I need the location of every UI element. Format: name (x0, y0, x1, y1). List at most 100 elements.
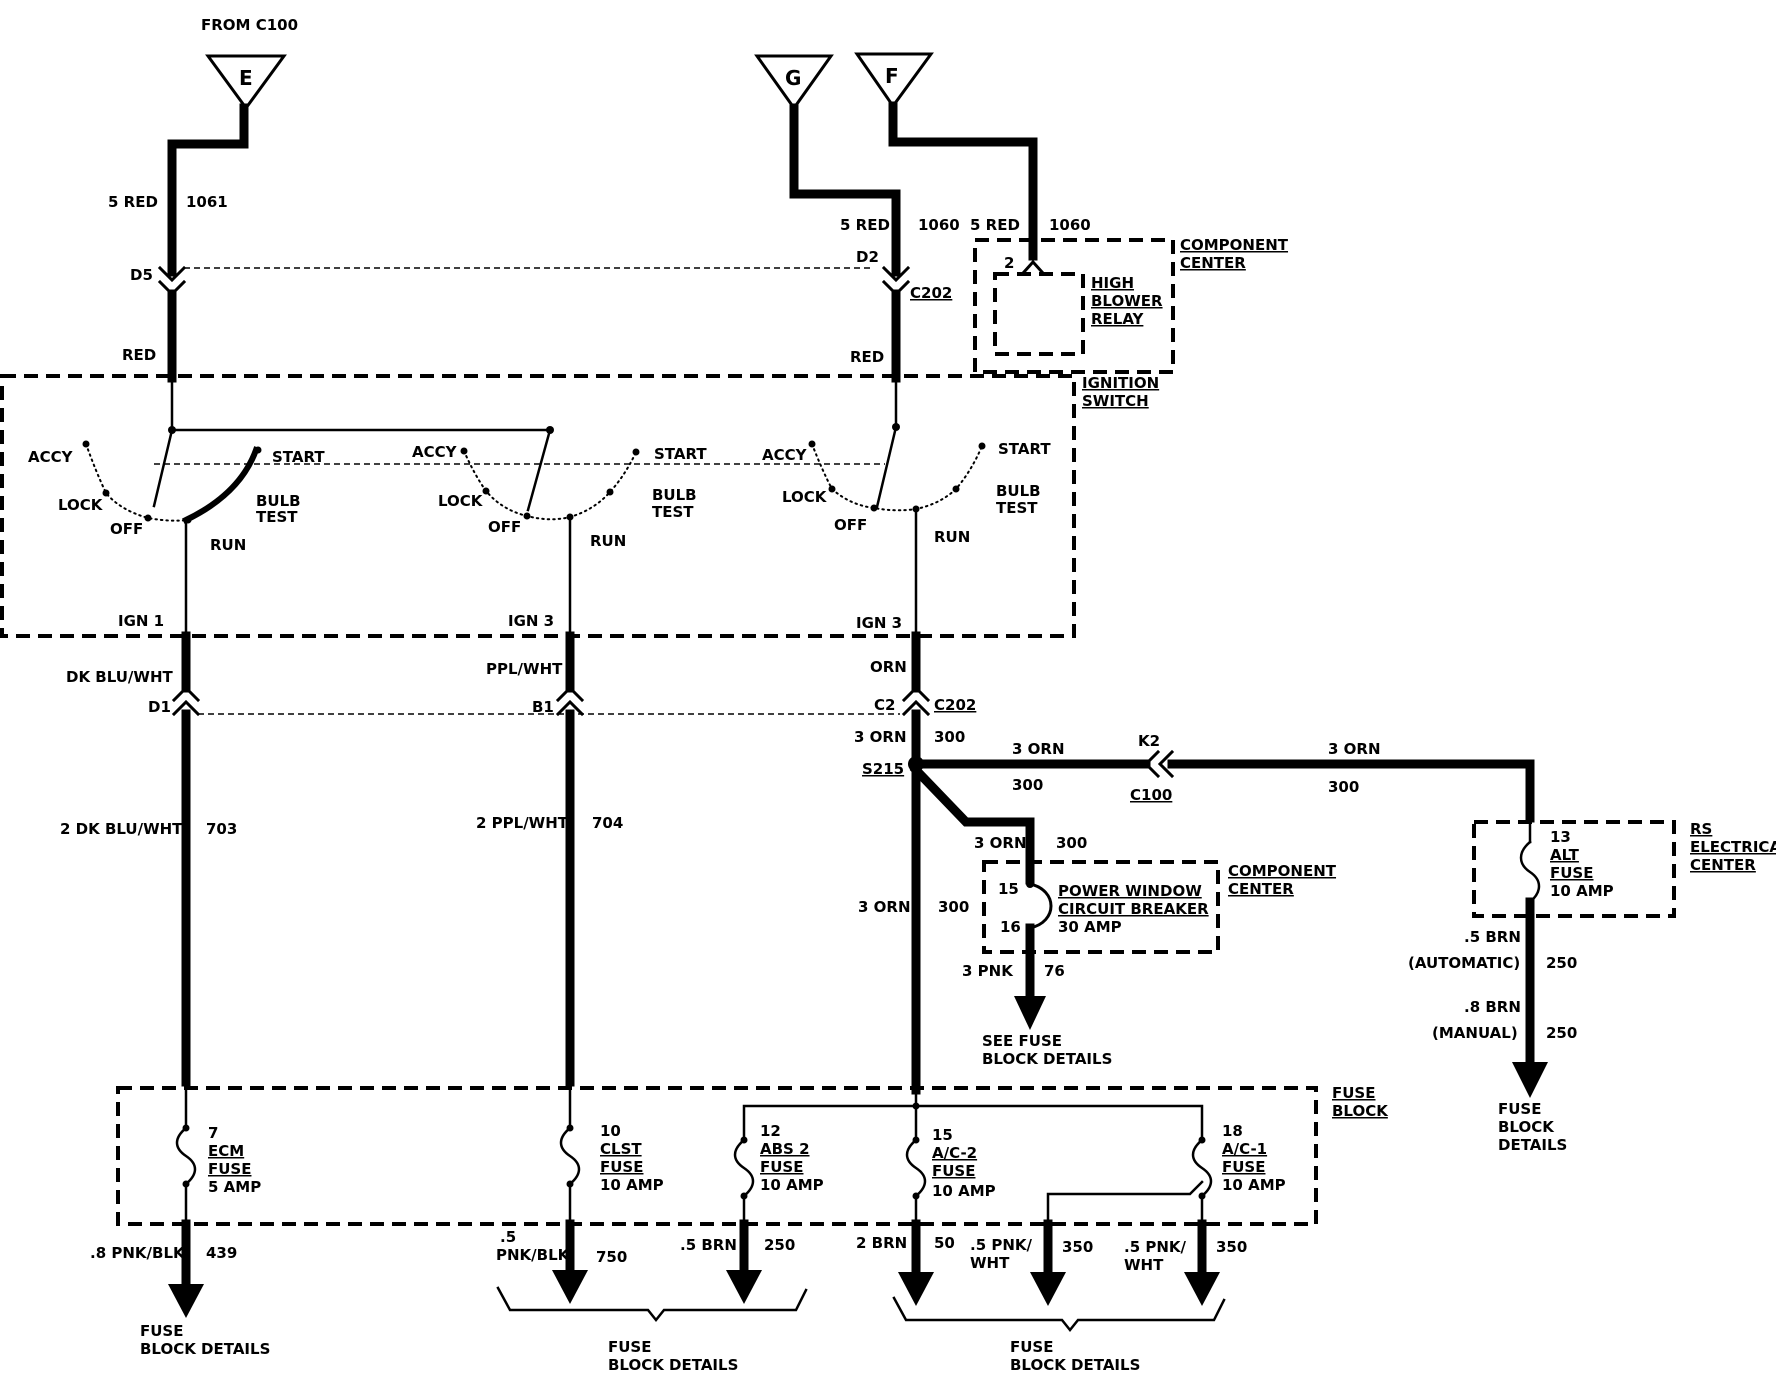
wire-1061 (167, 103, 249, 277)
breaker-name-label: CIRCUIT BREAKER (1058, 900, 1209, 918)
wire-note-label: (AUTOMATIC) (1408, 954, 1520, 972)
ign-label: IGN 1 (118, 612, 164, 630)
rs-electrical-center-box (1472, 820, 1676, 918)
fuse-word-label: FUSE (1222, 1158, 1265, 1176)
wire-gauge-label: 2 DK BLU/WHT (60, 820, 183, 838)
fuse-amp-label: 5 AMP (208, 1178, 261, 1196)
wire-circuit-label: 300 (938, 898, 969, 916)
wire-color-label: PPL/WHT (486, 660, 563, 678)
rs-center-label: CENTER (1690, 856, 1756, 874)
fuse-symbol-alt (1519, 840, 1541, 904)
wire-circuit-label: 1061 (186, 193, 228, 211)
switch-position-label: RUN (210, 536, 246, 554)
connector-d2-label: D2 (856, 248, 879, 266)
fuse-number-label: 12 (760, 1122, 781, 1140)
fuse-amp-label: 10 AMP (1550, 882, 1614, 900)
switch-3: ACCY LOCK OFF START BULB TEST RUN (762, 440, 1051, 546)
ignition-switch-box (0, 374, 1076, 638)
fuse-number-label: 7 (208, 1124, 218, 1142)
wire-gauge-label: 5 RED (970, 216, 1020, 234)
switch-position-label: OFF (110, 520, 143, 538)
connector-f-label: F (885, 64, 899, 88)
destination-label: BLOCK DETAILS (1010, 1356, 1140, 1374)
ignition-contact-arc-1 (181, 446, 260, 525)
switch-position-label: ACCY (28, 448, 74, 466)
fuse-word-label: FUSE (208, 1160, 251, 1178)
wire-gauge-label: .5 PNK/ (1124, 1238, 1187, 1256)
fuse-group (175, 1124, 1213, 1226)
fuse-name-label: ALT (1550, 846, 1580, 864)
fuse-number-label: 13 (1550, 828, 1571, 846)
rs-center-label: RS (1690, 820, 1712, 838)
switch-position-label: BULB (996, 482, 1041, 500)
connector-label: C202 (934, 696, 976, 714)
wire-color-label: RED (122, 346, 156, 364)
wire-gauge-label: 3 ORN (1012, 740, 1065, 758)
component-center-box-relay (973, 238, 1175, 374)
breaker-name-label: POWER WINDOW (1058, 882, 1202, 900)
connector-b1-symbol (555, 685, 585, 717)
fuse-name-label: A/C-2 (932, 1144, 977, 1162)
arrow-down-icon (898, 1272, 934, 1306)
wire-gauge-label: 3 ORN (854, 728, 907, 746)
fuse-name-label: CLST (600, 1140, 642, 1158)
ign-label: IGN 3 (856, 614, 902, 632)
switch-position-label: RUN (934, 528, 970, 546)
connector-label: B1 (532, 698, 554, 716)
connector-g: G (754, 54, 834, 111)
from-c100-label: FROM C100 (201, 16, 298, 34)
ign-label: IGN 3 (508, 612, 554, 630)
wire-color-label: RED (850, 348, 884, 366)
splice-label: S215 (862, 760, 904, 778)
fuse-name-label: ECM (208, 1142, 244, 1160)
wire-circuit-label: 439 (206, 1244, 237, 1262)
wire-1060-g (789, 103, 901, 277)
ignition-switch-label: SWITCH (1082, 392, 1149, 410)
connector-label: K2 (1138, 732, 1160, 750)
switch-position-label: RUN (590, 532, 626, 550)
switch-position-label: LOCK (438, 492, 484, 510)
wire-circuit-label: 300 (1012, 776, 1043, 794)
wire-circuit-label: 350 (1216, 1238, 1247, 1256)
wire-circuit-label: 704 (592, 814, 623, 832)
switch-position-label: LOCK (58, 496, 104, 514)
connector-g-label: G (785, 66, 801, 90)
component-center-label: COMPONENT (1180, 236, 1289, 254)
wire-circuit-label: 750 (596, 1248, 627, 1266)
fuse-block-bus (742, 1104, 1204, 1142)
wire-color-label: ORN (870, 658, 907, 676)
relay-name-label: BLOWER (1091, 292, 1163, 310)
destination-label: FUSE (1010, 1338, 1053, 1356)
switch-position-label: LOCK (782, 488, 828, 506)
fuse-amp-label: 10 AMP (1222, 1176, 1286, 1194)
switch-position-label: TEST (996, 499, 1038, 517)
relay-pin-label: 2 (1004, 254, 1014, 272)
connector-d1-symbol (171, 685, 201, 717)
fuse-amp-label: 10 AMP (932, 1182, 996, 1200)
switch-position-label: TEST (652, 503, 694, 521)
switch-position-label: BULB (652, 486, 697, 504)
switch-position-label: START (272, 448, 325, 466)
wire-gauge-label: 3 PNK (962, 962, 1014, 980)
relay-name-label: HIGH (1091, 274, 1134, 292)
switch-position-label: START (654, 445, 707, 463)
destination-label: SEE FUSE (982, 1032, 1062, 1050)
wire-gauge-label: .5 BRN (680, 1236, 737, 1254)
wire-gauge-label: 5 RED (840, 216, 890, 234)
wire-circuit-label: 50 (934, 1234, 955, 1252)
connector-label: C100 (1130, 786, 1172, 804)
connector-k2-symbol (1143, 749, 1175, 779)
relay-pin-2-symbol (1021, 259, 1045, 275)
wire-gauge-label: 2 BRN (856, 1234, 907, 1252)
wire-gauge-label: 3 ORN (974, 834, 1027, 852)
component-center-label: COMPONENT (1228, 862, 1337, 880)
fuse-block-label: FUSE (1332, 1084, 1375, 1102)
wire-gauge-label: WHT (970, 1254, 1010, 1272)
switch-position-label: TEST (256, 508, 298, 526)
breaker-rating-label: 30 AMP (1058, 918, 1122, 936)
wire-circuit-label: 300 (934, 728, 965, 746)
wire-circuit-label: 76 (1044, 962, 1065, 980)
pin-label: 15 (998, 880, 1019, 898)
wire-gauge-label: .5 (500, 1228, 516, 1246)
